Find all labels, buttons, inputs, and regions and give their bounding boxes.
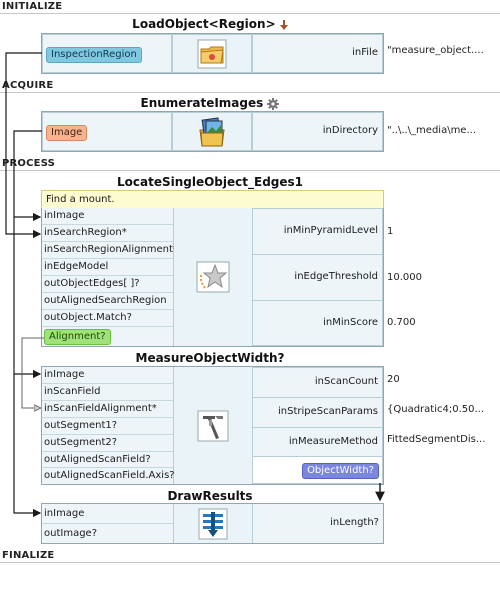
in-edge-threshold-value[interactable]: 10.000 [387,272,422,283]
enumerate-images-param-area: inDirectory [252,112,383,151]
in-scan-count-value[interactable]: 20 [387,374,400,385]
in-file-value[interactable]: "measure_object.... [387,45,484,56]
locate-param-row: inMinScore [253,300,383,346]
locate-input-in-search-region-alignment[interactable]: inSearchRegionAlignment* [42,242,178,259]
in-file-label[interactable]: inFile [352,47,378,58]
alignment-output-row: Alignment? [44,329,111,345]
gear-icon [267,97,280,110]
section-process: PROCESS [2,158,56,169]
in-min-score-label[interactable]: inMinScore [323,317,378,328]
folder-icon [197,39,227,68]
section-divider [0,170,500,171]
enumerate-images-title-text: EnumerateImages [140,96,264,110]
in-edge-threshold-label[interactable]: inEdgeThreshold [294,271,378,282]
section-acquire: ACQUIRE [2,80,54,91]
draw-results-param-area: inLength? [253,504,383,543]
locate-ports-area: inImage inSearchRegion* inSearchRegionAl… [42,208,178,346]
in-min-pyramid-level-label[interactable]: inMinPyramidLevel [283,225,378,236]
measure-output-tag-row: ObjectWidth? [253,456,383,484]
draw-results-title[interactable]: DrawResults [167,489,253,503]
section-divider [0,562,500,563]
measure-input-in-scan-field[interactable]: inScanField [42,384,173,401]
in-measure-method-value[interactable]: FittedSegmentDis... [387,434,486,445]
caliper-icon [197,410,229,441]
in-scan-count-label[interactable]: inScanCount [314,376,378,387]
section-divider [0,92,500,93]
load-object-title[interactable]: LoadObject<Region> [120,17,300,31]
measure-output-aligned-scan-field[interactable]: outAlignedScanField? [42,452,173,468]
measure-block[interactable]: inImage inScanField inScanFieldAlignment… [41,366,384,485]
load-object-param-area: inFile [252,34,383,73]
enumerate-images-icon-area [172,112,252,151]
arrow-down-icon [279,19,288,30]
inspection-region-output-tag[interactable]: InspectionRegion [46,47,142,63]
measure-params-area: inScanCount inStripeScanParams inMeasure… [253,367,383,484]
enumerate-images-block[interactable]: Image inDirectory [41,111,384,152]
in-length-label[interactable]: inLength? [330,517,379,528]
locate-icon-area [174,208,253,346]
measure-output-aligned-scan-field-axis[interactable]: outAlignedScanField.Axis? [44,470,175,481]
load-object-output-area: InspectionRegion [42,34,172,73]
load-object-icon-area [172,34,252,73]
locate-block[interactable]: inImage inSearchRegion* inSearchRegionAl… [41,208,384,347]
wire-alignment [21,337,44,408]
section-divider [0,13,500,14]
wire-image-draw [13,374,42,518]
locate-output-object-match[interactable]: outObject.Match? [42,310,173,327]
in-min-score-value[interactable]: 0.700 [387,317,416,328]
measure-title[interactable]: MeasureObjectWidth? [135,351,285,365]
in-stripe-scan-params-label[interactable]: inStripeScanParams [278,406,378,417]
measure-icon-area [174,367,253,484]
in-directory-label[interactable]: inDirectory [322,125,378,136]
wire-inspection-region [5,52,42,239]
alignment-output-tag[interactable]: Alignment? [44,329,111,345]
load-object-title-text: LoadObject<Region> [132,17,276,31]
load-object-block[interactable]: InspectionRegion inFile [41,33,384,74]
locate-input-in-search-region[interactable]: inSearchRegion* [42,225,173,242]
object-width-output-tag[interactable]: ObjectWidth? [302,463,379,479]
locate-output-object-edges[interactable]: outObjectEdges[ ]? [42,276,173,293]
image-output-tag[interactable]: Image [46,125,88,141]
section-finalize: FINALIZE [2,550,55,561]
draw-results-block[interactable]: inImage outImage? inLength? [41,503,384,544]
draw-results-icon [198,508,228,539]
enumerate-images-title[interactable]: EnumerateImages [120,96,300,110]
image-folder-icon [199,116,225,146]
wire-image-measure [13,217,42,379]
locate-output-aligned-search-region[interactable]: outAlignedSearchRegion [42,293,173,310]
star-icon [196,261,230,293]
enumerate-images-output-area: Image [42,112,172,151]
measure-ports-area: inImage inScanField inScanFieldAlignment… [42,367,175,484]
measure-output-segment2[interactable]: outSegment2? [42,435,173,452]
wire-image-locate [13,130,42,222]
draw-results-ports-area: inImage outImage? [42,504,174,543]
section-initialize: INITIALIZE [2,1,63,12]
in-min-pyramid-level-value[interactable]: 1 [387,226,394,237]
in-stripe-scan-params-value[interactable]: {Quadratic4;0.50... [387,404,485,415]
in-measure-method-label[interactable]: inMeasureMethod [288,436,378,447]
locate-params-area: inMinPyramidLevel inEdgeThreshold inMinS… [253,208,383,346]
locate-title[interactable]: LocateSingleObject_Edges1 [116,175,304,189]
locate-input-in-edge-model[interactable]: inEdgeModel [42,259,173,276]
measure-output-segment1[interactable]: outSegment1? [42,418,173,435]
draw-results-output-out-image[interactable]: outImage? [44,528,98,539]
measure-input-in-image[interactable]: inImage [42,367,173,384]
locate-input-in-image[interactable]: inImage [42,208,173,225]
in-directory-value[interactable]: "..\..\_media\me... [387,125,476,136]
measure-input-in-scan-field-alignment[interactable]: inScanFieldAlignment* [42,401,173,418]
draw-results-icon-area [174,504,253,543]
draw-results-input-in-image[interactable]: inImage [42,504,173,524]
